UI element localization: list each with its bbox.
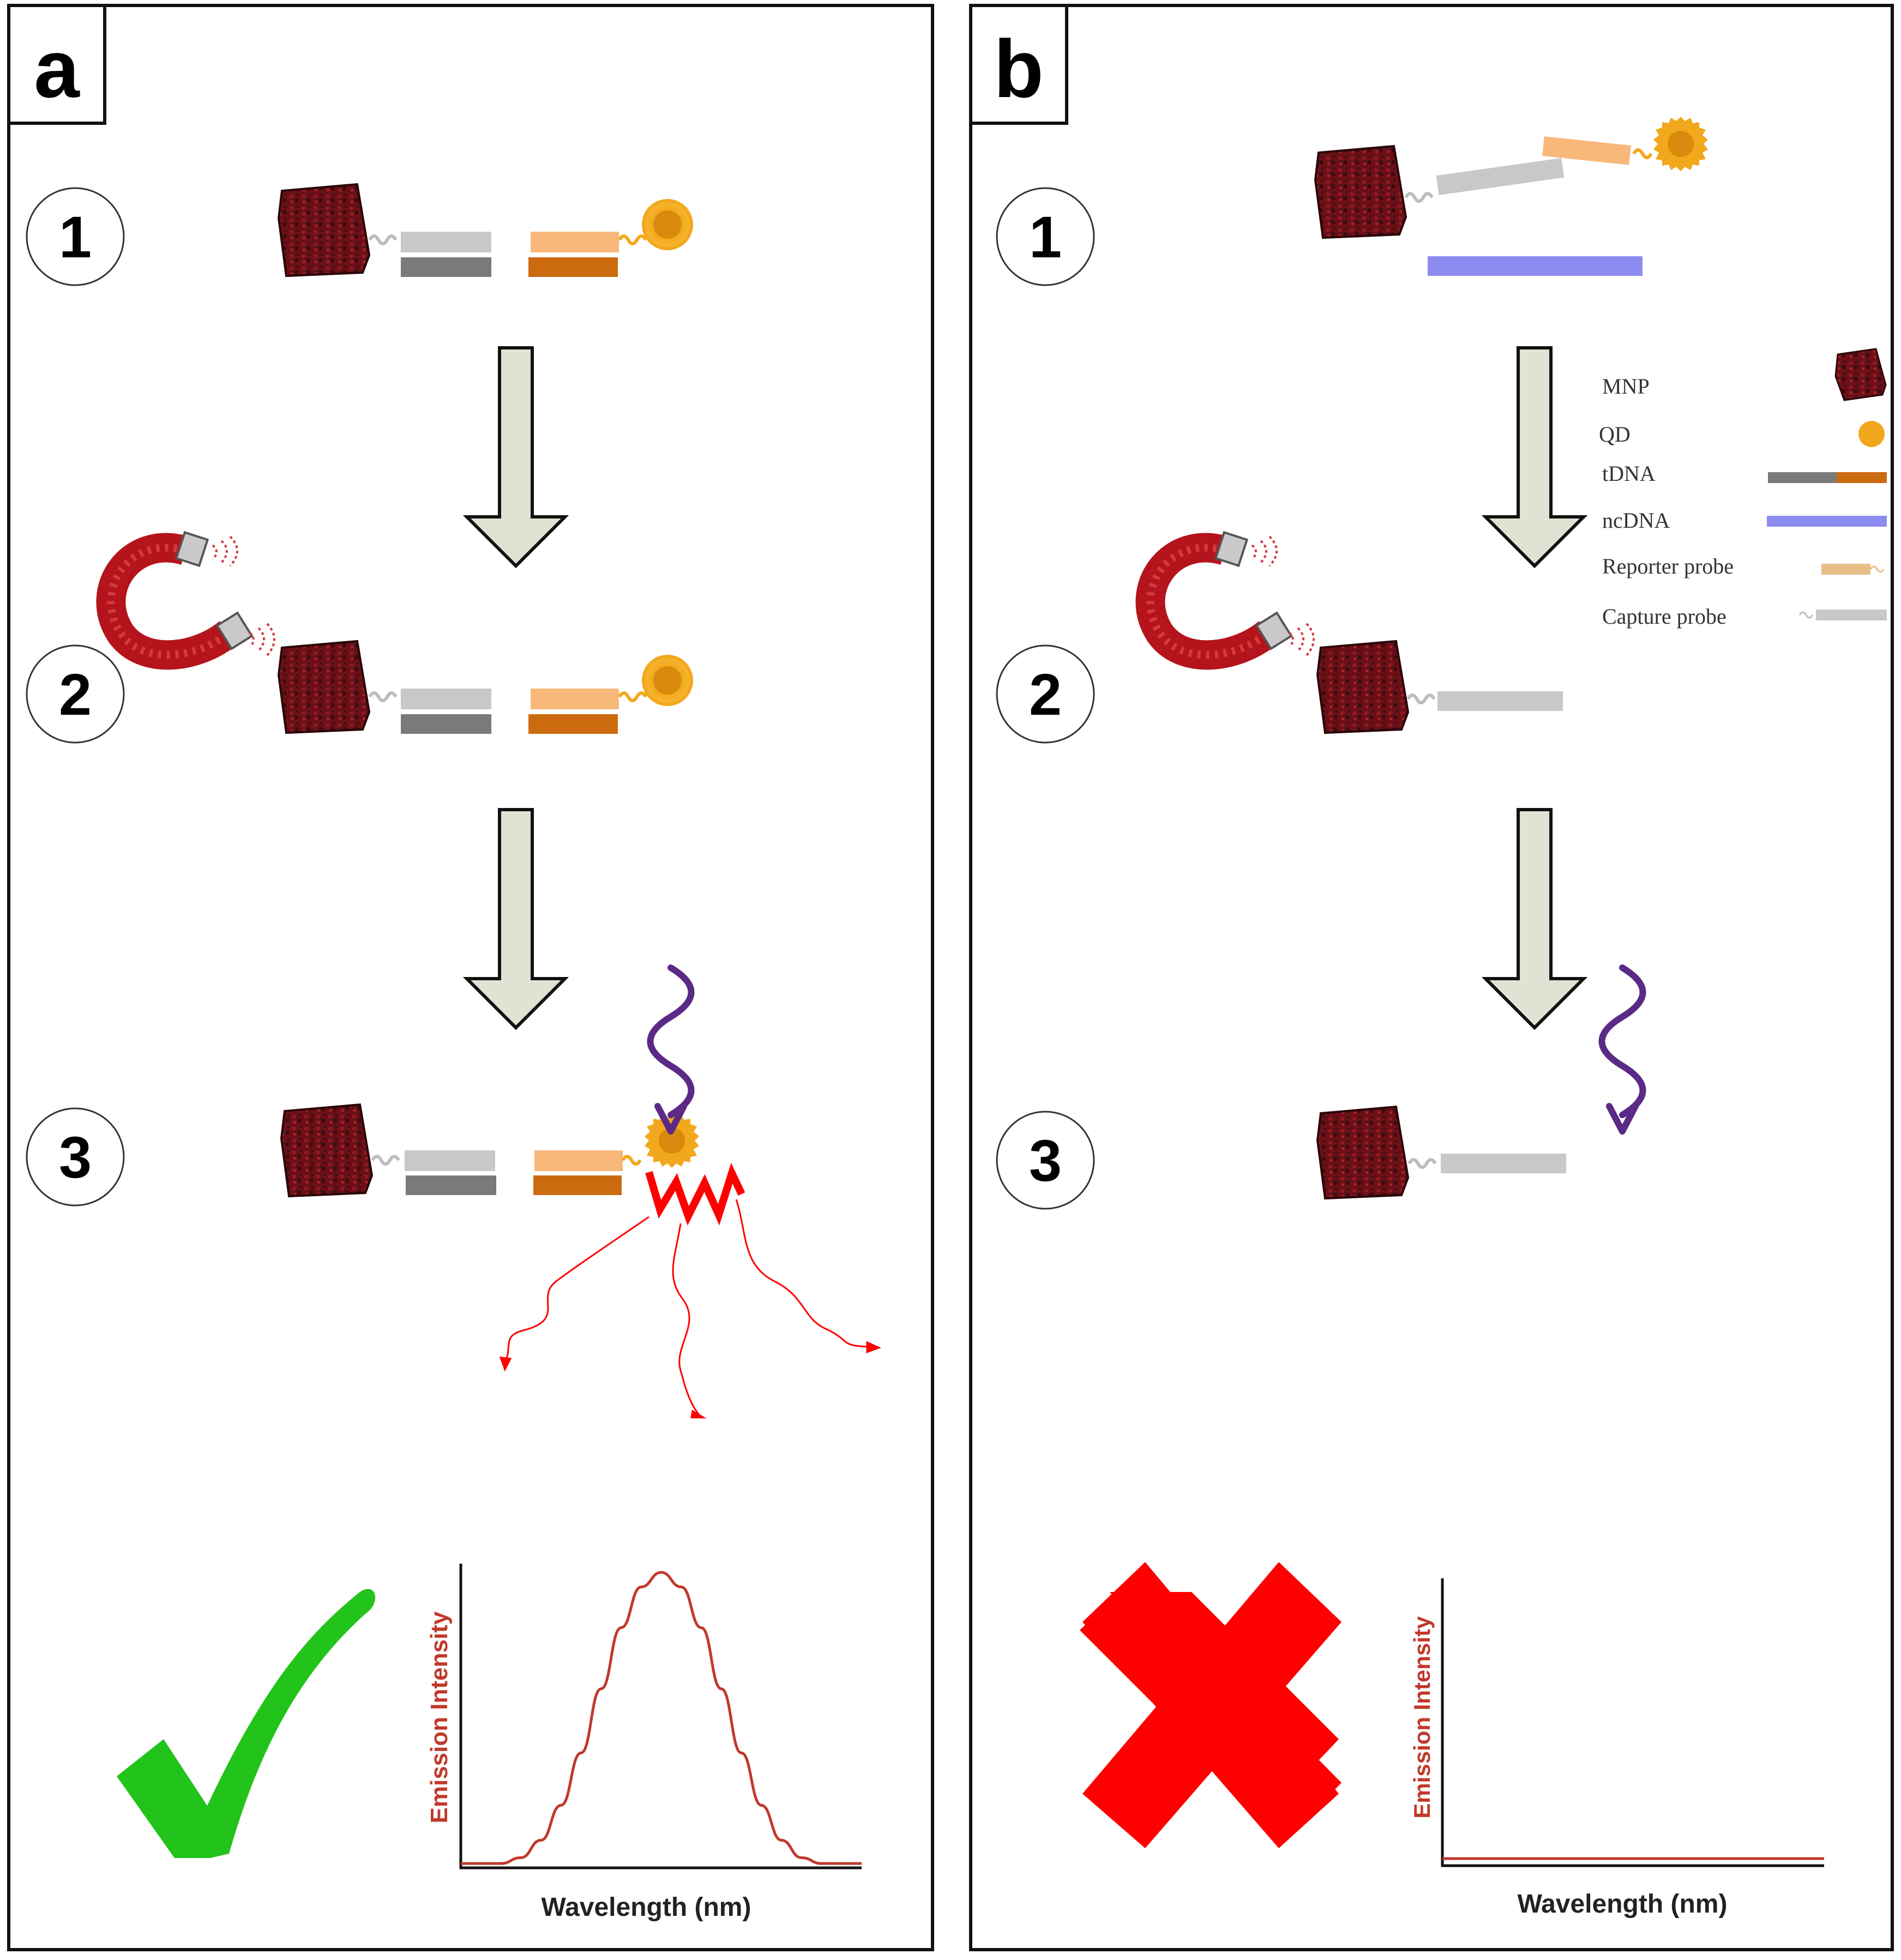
capture-linker bbox=[1407, 1158, 1437, 1169]
complex-b2 bbox=[1316, 640, 1563, 734]
chart-a-axes bbox=[459, 1564, 862, 1869]
legend-mnp-swatch bbox=[1834, 348, 1887, 401]
chart-b-axes bbox=[1441, 1578, 1824, 1867]
panel-a-label-box bbox=[7, 4, 106, 125]
reporter-linker bbox=[618, 691, 647, 702]
capture-linker bbox=[368, 234, 398, 245]
legend-label-tdna: tDNA bbox=[1602, 461, 1656, 486]
reporter-probe bbox=[531, 232, 619, 252]
chart-a-ylabel: Emission Intensity bbox=[426, 1611, 453, 1823]
step-2-marker: 2 bbox=[26, 644, 125, 744]
emission-chart-a: Emission Intensity Wavelength (nm) bbox=[426, 1564, 862, 1922]
complex-b1 bbox=[1314, 117, 1708, 276]
mnp-particle bbox=[278, 640, 370, 734]
reporter-probe bbox=[534, 1150, 623, 1171]
capture-probe bbox=[405, 1150, 495, 1171]
step-3-marker-b: 3 bbox=[996, 1111, 1095, 1210]
complex-a1 bbox=[278, 183, 691, 277]
panel-b: b 1 2 3 MNP QD t bbox=[969, 4, 1894, 1951]
reporter-probe bbox=[1542, 136, 1632, 165]
ncdna-strand bbox=[1428, 256, 1643, 276]
step-1-marker-b: 1 bbox=[996, 187, 1095, 286]
mnp-particle bbox=[280, 1103, 373, 1197]
tdna-gray-segment bbox=[401, 714, 491, 734]
legend-tdna-swatch-gray bbox=[1768, 472, 1837, 483]
checkmark-icon bbox=[117, 1589, 376, 1858]
chart-a-series-line-0 bbox=[461, 1571, 862, 1865]
legend-label-ncdna: ncDNA bbox=[1602, 508, 1670, 533]
panel-b-label-box bbox=[969, 4, 1068, 125]
tdna-gray-segment bbox=[406, 1175, 496, 1195]
step-2-number: 2 bbox=[1029, 661, 1062, 727]
legend-label-mnp: MNP bbox=[1602, 374, 1650, 399]
qd-particle bbox=[643, 656, 691, 704]
tdna-gray-segment bbox=[401, 257, 491, 277]
legend-reporter-swatch bbox=[1821, 564, 1870, 575]
chart-b-xlabel: Wavelength (nm) bbox=[1518, 1890, 1728, 1919]
emission-chart-b: Emission Intensity Wavelength (nm) bbox=[1409, 1578, 1824, 1919]
capture-probe bbox=[401, 232, 491, 252]
panel-b-letter: b bbox=[994, 23, 1044, 114]
chart-b-ylabel: Emission Intensity bbox=[1409, 1616, 1435, 1819]
emission-rays bbox=[499, 1199, 881, 1419]
capture-probe bbox=[401, 689, 491, 709]
reporter-linker bbox=[1632, 148, 1653, 159]
panel-a-letter: a bbox=[34, 23, 80, 114]
capture-linker bbox=[1404, 192, 1434, 203]
step-2-marker-b: 2 bbox=[996, 644, 1095, 744]
chart-a-xlabel: Wavelength (nm) bbox=[542, 1893, 751, 1922]
legend: MNP QD tDNA ncDNA Reporter probe Capture… bbox=[1599, 348, 1887, 629]
tdna-orange-segment bbox=[528, 257, 618, 277]
legend-label-capture: Capture probe bbox=[1602, 604, 1726, 629]
capture-linker bbox=[1406, 693, 1436, 704]
legend-reporter-linker bbox=[1869, 565, 1885, 573]
capture-linker bbox=[371, 1155, 400, 1166]
reporter-linker bbox=[618, 234, 647, 245]
capture-linker bbox=[368, 691, 398, 702]
capture-probe bbox=[1437, 691, 1563, 711]
complex-b3 bbox=[1316, 1106, 1566, 1199]
panel-a: a 1 2 3 bbox=[7, 4, 934, 1951]
tdna-orange-segment bbox=[533, 1175, 622, 1195]
reporter-linker bbox=[621, 1155, 642, 1166]
step-1-number: 1 bbox=[59, 204, 92, 270]
complex-a3 bbox=[280, 1103, 699, 1197]
mnp-particle bbox=[1314, 145, 1407, 239]
tdna-orange-segment bbox=[528, 714, 618, 734]
mnp-particle bbox=[1316, 640, 1409, 734]
step-1-number: 1 bbox=[1029, 204, 1062, 270]
legend-tdna-swatch-orange bbox=[1837, 472, 1887, 483]
qd-particle bbox=[643, 201, 691, 249]
legend-capture-swatch bbox=[1816, 610, 1887, 620]
step-1-marker: 1 bbox=[26, 187, 125, 286]
capture-probe bbox=[1441, 1154, 1566, 1173]
capture-probe bbox=[1436, 158, 1565, 195]
mnp-particle bbox=[1316, 1106, 1409, 1199]
legend-ncdna-swatch bbox=[1767, 516, 1887, 527]
cross-icon bbox=[1080, 1562, 1341, 1848]
mnp-particle bbox=[278, 183, 370, 277]
legend-capture-linker bbox=[1798, 611, 1814, 619]
complex-a2 bbox=[278, 640, 691, 734]
step-3-number: 3 bbox=[1029, 1127, 1062, 1193]
step-2-number: 2 bbox=[59, 661, 92, 727]
reporter-probe bbox=[531, 689, 619, 709]
legend-qd-swatch bbox=[1858, 421, 1885, 447]
step-3-number: 3 bbox=[59, 1124, 92, 1190]
legend-label-reporter: Reporter probe bbox=[1602, 554, 1734, 578]
legend-label-qd: QD bbox=[1599, 422, 1631, 447]
step-3-marker: 3 bbox=[26, 1107, 125, 1207]
emission-burst-icon bbox=[645, 1162, 745, 1226]
